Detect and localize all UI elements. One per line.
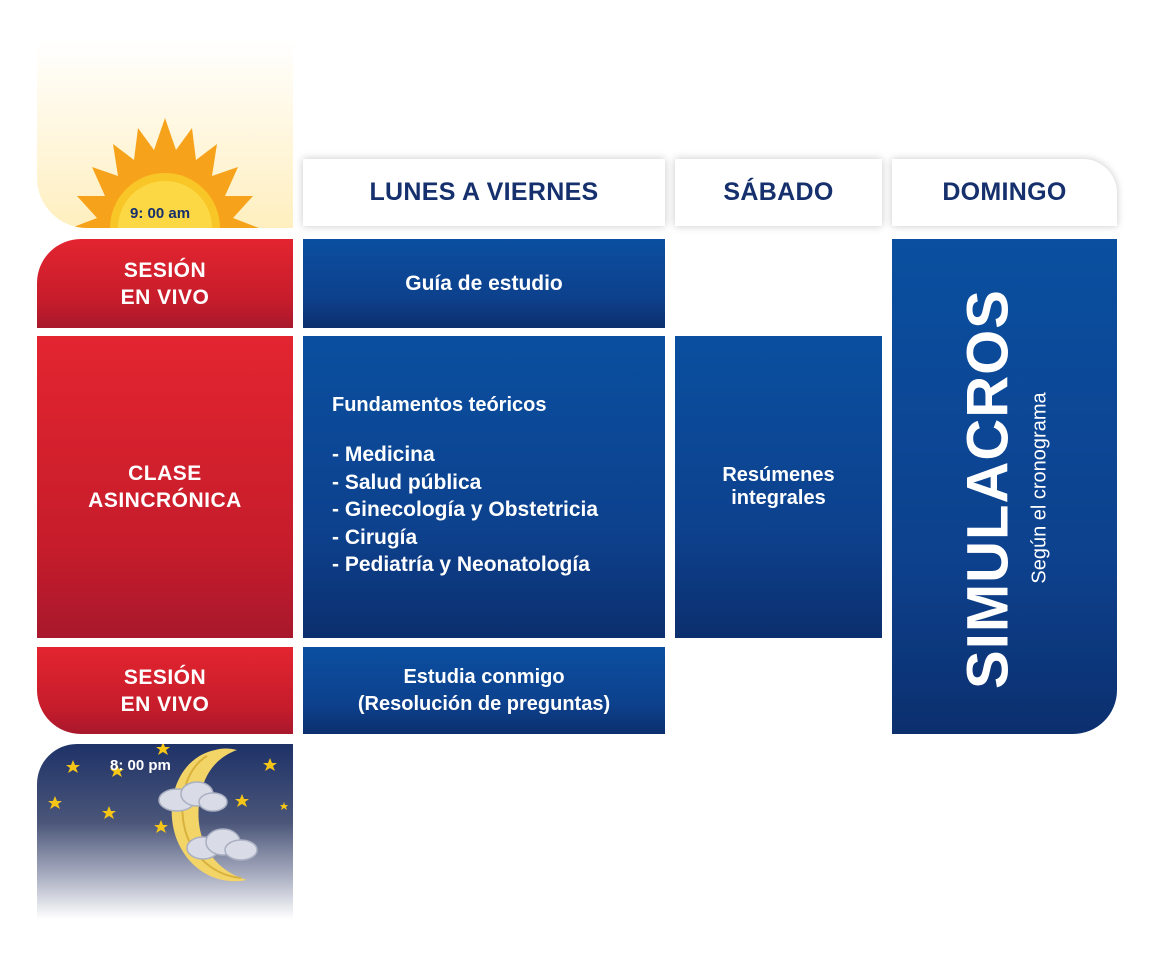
row-label-sesion-en-vivo-evening: SESIÓN EN VIVO [37,647,293,734]
header-lunes-a-viernes: LUNES A VIERNES [303,159,665,226]
row-label-sesion-en-vivo-morning: SESIÓN EN VIVO [37,239,293,328]
cell-estudia-conmigo: Estudia conmigo (Resolución de preguntas… [303,647,665,734]
fundamentos-title: Fundamentos teóricos [332,394,547,416]
morning-time-label: 9: 00 am [130,205,191,222]
row-label-line: CLASE [128,462,202,485]
list-item: - Ginecología y Obstetricia [332,498,599,521]
simulacros-subtitle: Según el cronograma [1028,392,1051,584]
cell-guia-de-estudio: Guía de estudio [303,239,665,328]
fundamentos-list: - Medicina - Salud pública - Ginecología… [332,441,598,579]
list-item: - Pediatría y Neonatología [332,553,590,576]
row-label-line: SESIÓN [123,258,207,282]
row-label-line: EN VIVO [120,692,210,716]
night-time-label: 8: 00 pm [110,757,171,774]
header-sabado: SÁBADO [675,159,882,226]
row-label-line: ASINCRÓNICA [88,489,242,512]
list-item: - Salud pública [332,470,482,494]
list-item: - Medicina [332,443,435,466]
night-moon-tile: 8: 00 pm [37,744,293,919]
cell-simulacros [892,239,1117,734]
estudia-line: (Resolución de preguntas) [357,692,611,715]
morning-sun-tile: 9: 00 am [37,40,293,228]
moon-icon [48,744,288,882]
estudia-line: Estudia conmigo [403,665,565,688]
cell-fundamentos-teoricos: Fundamentos teóricos - Medicina - Salud … [303,336,665,638]
list-item: - Cirugía [332,525,418,549]
simulacros-title: SIMULACROS [955,289,1021,689]
resumenes-line: Resúmenes [722,464,835,486]
row-label-line: SESIÓN [123,665,207,689]
sun-icon [71,118,259,228]
header-domingo: DOMINGO [892,159,1117,226]
row-label-line: EN VIVO [120,285,210,309]
resumenes-line: integrales [731,487,826,509]
cell-resumenes-integrales: Resúmenes integrales [675,336,882,638]
row-label-clase-asincronica: CLASE ASINCRÓNICA [37,336,293,638]
